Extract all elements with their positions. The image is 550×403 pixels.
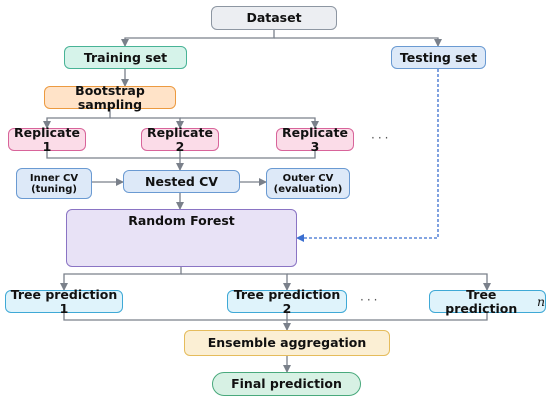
nested-cv-node: Nested CV	[123, 170, 240, 193]
inner-cv-node: Inner CV (tuning)	[16, 168, 92, 199]
outer-cv-node: Outer CV (evaluation)	[266, 168, 350, 199]
tree-prediction-n-index: n	[536, 293, 545, 309]
random-forest-node: Random Forest	[66, 209, 297, 267]
replicate-2-node: Replicate 2	[141, 125, 219, 153]
inner-cv-label: Inner CV	[29, 172, 79, 184]
final-prediction-node: Final prediction	[212, 372, 361, 396]
edge-rf-tpn	[287, 273, 491, 291]
replicates-ellipsis: ···	[371, 131, 392, 145]
random-forest-title: Random Forest	[128, 213, 235, 228]
edge-tp-bus	[63, 313, 488, 321]
outer-cv-label: Outer CV	[282, 172, 334, 184]
inner-cv-sublabel: (tuning)	[31, 183, 77, 195]
edge-bootstrap-rep3	[180, 117, 319, 129]
edge-dataset-testing	[274, 37, 442, 47]
dataset-node: Dataset	[211, 6, 337, 30]
tree-prediction-n-label: Tree prediction	[445, 286, 518, 316]
testing-set-node: Testing set	[391, 46, 486, 69]
outer-cv-sublabel: (evaluation)	[273, 183, 343, 195]
edge-replicates-bus	[46, 151, 316, 159]
tree-prediction-2-node: Tree prediction 2	[227, 287, 347, 315]
tree-prediction-1-node: Tree prediction 1	[5, 287, 123, 315]
edge-rf-tp1	[60, 267, 182, 291]
training-set-node: Training set	[64, 46, 187, 69]
edge-bootstrap-rep1	[43, 109, 111, 129]
replicate-3-node: Replicate 3	[276, 125, 354, 153]
tree-prediction-n-node: Tree prediction n	[429, 286, 546, 316]
replicate-1-node: Replicate 1	[8, 125, 86, 153]
ensemble-aggregation-node: Ensemble aggregation	[184, 330, 390, 356]
tree-predictions-ellipsis: ···	[360, 293, 381, 307]
edge-dataset-training	[121, 30, 275, 47]
edge-testing-rf	[296, 69, 439, 242]
bootstrap-sampling-node: Bootstrap sampling	[44, 83, 176, 111]
